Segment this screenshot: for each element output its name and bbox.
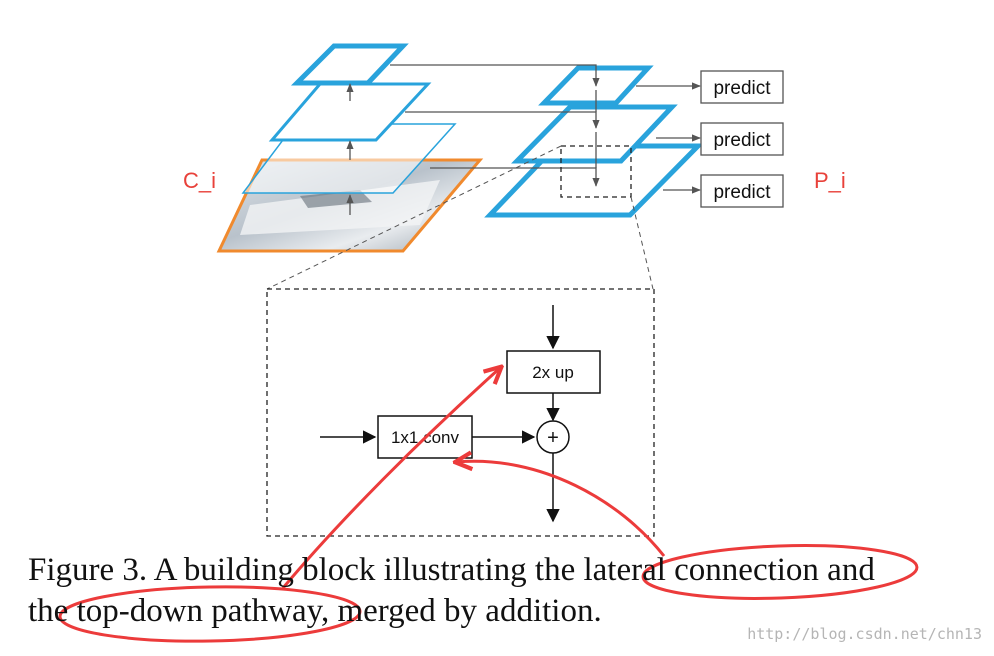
upsample-label: 2x up (532, 363, 574, 382)
caption-line-2: the top-down pathway, merged by addition… (28, 593, 602, 629)
boat-detail (300, 190, 372, 208)
top-down-layer-2 (511, 104, 678, 164)
lateral-arrow-1 (390, 64, 600, 87)
predict-label-1: predict (713, 78, 771, 99)
predict-box-2 (700, 122, 784, 156)
predict-label-3: predict (713, 182, 771, 203)
p-i-label: P_i (814, 168, 846, 193)
zoom-guide-right (630, 196, 654, 290)
zoom-guide-left (266, 145, 562, 290)
annotation-arrow-topdown (281, 368, 500, 589)
annotation-circle-topdown (58, 585, 362, 643)
annotation-arrow-lateral (457, 461, 666, 557)
bottom-up-layer-1 (290, 43, 409, 86)
figure-caption: Figure 3. A building block illustrating … (28, 550, 978, 632)
zoom-region-box (560, 145, 632, 198)
caption-line-1: Figure 3. A building block illustrating … (28, 552, 875, 588)
upsample-box (506, 350, 601, 394)
predict-box-3 (700, 174, 784, 208)
predict-box-1 (700, 70, 784, 104)
predict-label-2: predict (713, 130, 771, 151)
annotation-circle-lateral (641, 544, 919, 600)
bottom-up-layer-2 (268, 82, 432, 142)
building-block-frame (266, 288, 655, 537)
add-symbol: + (547, 427, 559, 449)
watermark: http://blog.csdn.net/chn13 (747, 625, 982, 643)
c-i-label: C_i (183, 168, 216, 193)
